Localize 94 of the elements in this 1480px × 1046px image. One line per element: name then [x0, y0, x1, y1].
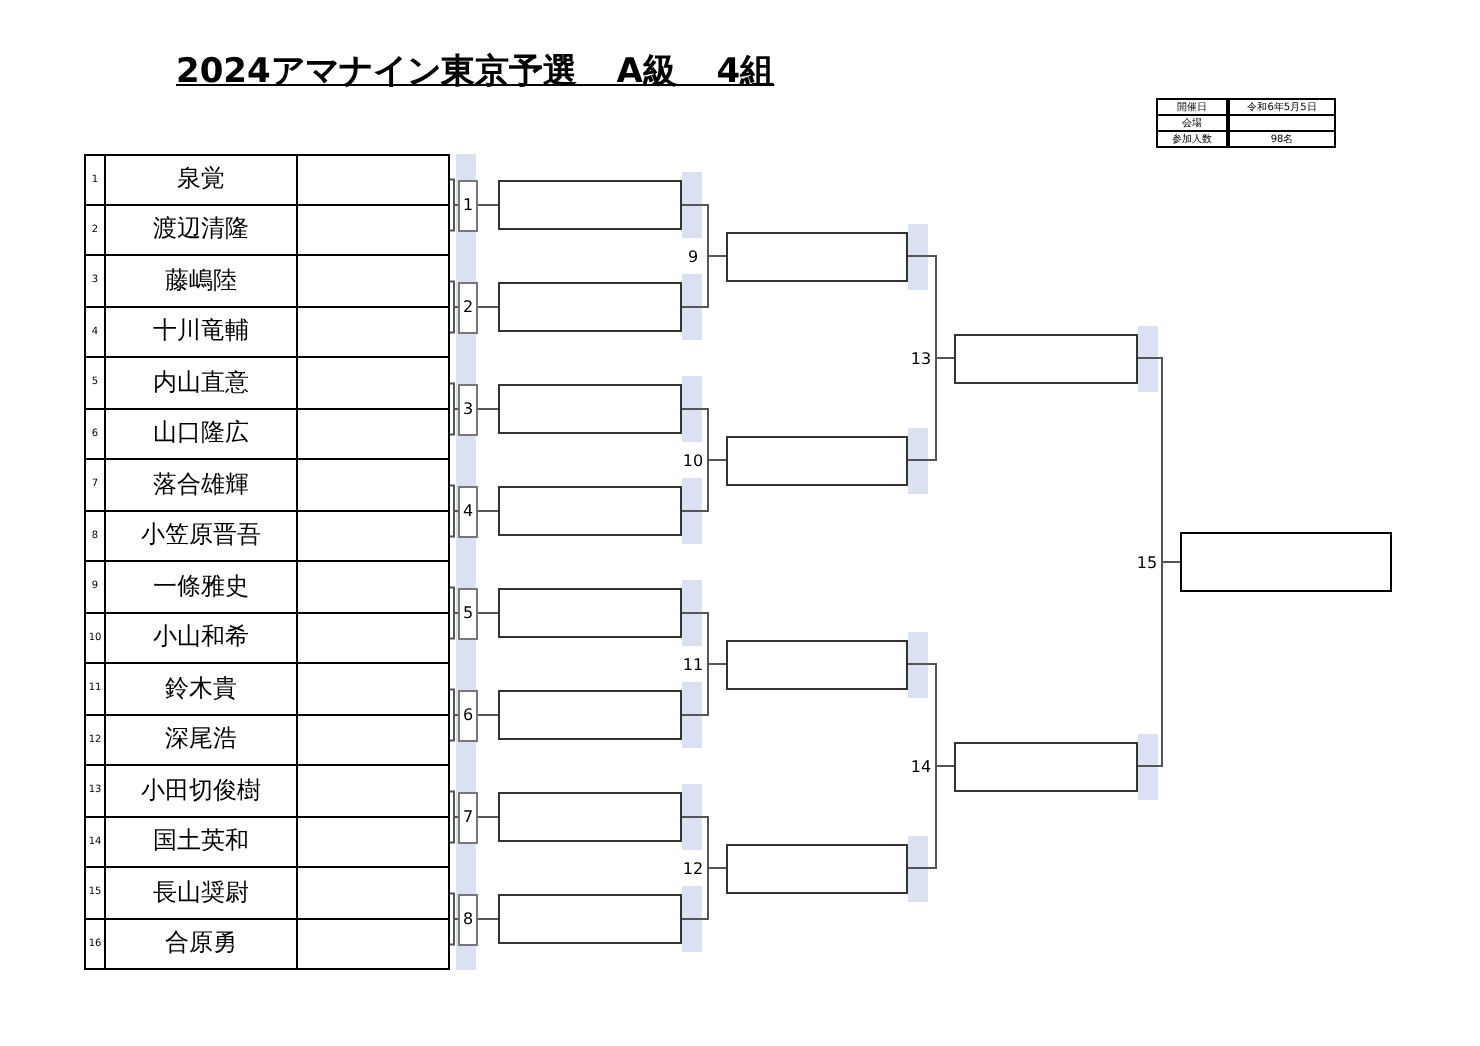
player-row — [84, 409, 450, 460]
player-row — [84, 511, 450, 562]
bracket-line — [1137, 561, 1181, 767]
bracket-line — [681, 663, 727, 716]
match-number: 2 — [458, 281, 478, 333]
bracket-line — [449, 408, 459, 436]
player-name: 十川竜輔 — [106, 307, 298, 356]
match-number: 4 — [458, 485, 478, 537]
match-number: 1 — [458, 179, 478, 231]
winner-box — [498, 894, 682, 944]
player-name: 小笠原晋吾 — [106, 511, 298, 560]
player-row — [84, 613, 450, 664]
match-number: 9 — [685, 245, 701, 269]
match-number: 8 — [458, 893, 478, 945]
match-number: 10 — [682, 449, 704, 473]
winner-box — [498, 384, 682, 434]
bracket-line — [449, 280, 459, 308]
player-row — [84, 358, 450, 409]
player-name: 長山奨尉 — [106, 868, 298, 917]
winner-box — [726, 231, 908, 281]
bracket-line — [449, 382, 459, 410]
match-number: 6 — [458, 689, 478, 741]
bracket-line — [449, 306, 459, 334]
title: 2024アマナイン東京予選 A級 4組 — [176, 50, 775, 94]
player-name: 小山和希 — [106, 613, 298, 662]
match-number: 11 — [682, 653, 704, 677]
player-name: 鈴木貴 — [106, 664, 298, 713]
bracket-line — [449, 816, 459, 844]
bracket-line — [449, 204, 459, 232]
player-row — [84, 205, 450, 256]
player-name: 一條雅史 — [106, 562, 298, 611]
player-row — [84, 817, 450, 868]
match-number: 13 — [910, 347, 932, 371]
bracket-line — [449, 178, 459, 206]
winner-box — [498, 792, 682, 842]
bracket-line — [449, 612, 459, 640]
player-name: 合原勇 — [106, 919, 298, 968]
bracket-line — [477, 612, 499, 614]
bracket-line — [449, 714, 459, 742]
match-number: 15 — [1136, 551, 1158, 575]
match-number: 5 — [458, 587, 478, 639]
winner-box — [498, 180, 682, 230]
bracket-line — [449, 918, 459, 946]
player-row — [84, 766, 450, 817]
bracket-line — [449, 892, 459, 920]
player-row — [84, 307, 450, 358]
bracket-line — [449, 484, 459, 512]
match-number: 12 — [682, 857, 704, 881]
player-row — [84, 256, 450, 307]
player-name: 小田切俊樹 — [106, 766, 298, 815]
match-number: 7 — [458, 791, 478, 843]
player-row — [84, 562, 450, 613]
bracket-line — [477, 918, 499, 920]
bracket-line — [477, 816, 499, 818]
winner-box — [726, 435, 908, 485]
bracket-line — [449, 790, 459, 818]
bracket-line — [907, 357, 955, 461]
player-name: 山口隆広 — [106, 409, 298, 458]
player-row — [84, 919, 450, 970]
match-number: 3 — [458, 383, 478, 435]
player-row — [84, 715, 450, 766]
match-number: 14 — [910, 755, 932, 779]
player-row — [84, 154, 450, 205]
player-name: 渡辺清隆 — [106, 205, 298, 254]
winner-box — [498, 282, 682, 332]
winner-box — [726, 639, 908, 689]
player-name: 藤嶋陸 — [106, 256, 298, 305]
winner-box — [726, 843, 908, 893]
player-name: 内山直意 — [106, 358, 298, 407]
bracket-line — [681, 459, 727, 512]
player-name: 落合雄輝 — [106, 460, 298, 509]
player-row — [84, 868, 450, 919]
bracket-line — [449, 510, 459, 538]
winner-box — [954, 741, 1138, 791]
winner-box — [954, 333, 1138, 383]
winner-box — [498, 690, 682, 740]
bracket-line — [449, 688, 459, 716]
winner-box — [498, 486, 682, 536]
player-name: 泉覚 — [106, 156, 298, 203]
bracket-line — [477, 408, 499, 410]
player-row — [84, 460, 450, 511]
bracket-line — [477, 306, 499, 308]
winner-box — [1180, 532, 1392, 592]
bracket-line — [681, 867, 727, 920]
bracket-line — [681, 255, 727, 308]
winner-box — [498, 588, 682, 638]
player-name: 国土英和 — [106, 817, 298, 866]
bracket-line — [907, 765, 955, 869]
player-row — [84, 664, 450, 715]
bracket-line — [477, 204, 499, 206]
bracket-line — [477, 714, 499, 716]
bracket-line — [477, 510, 499, 512]
player-name: 深尾浩 — [106, 715, 298, 764]
bracket-line — [449, 586, 459, 614]
